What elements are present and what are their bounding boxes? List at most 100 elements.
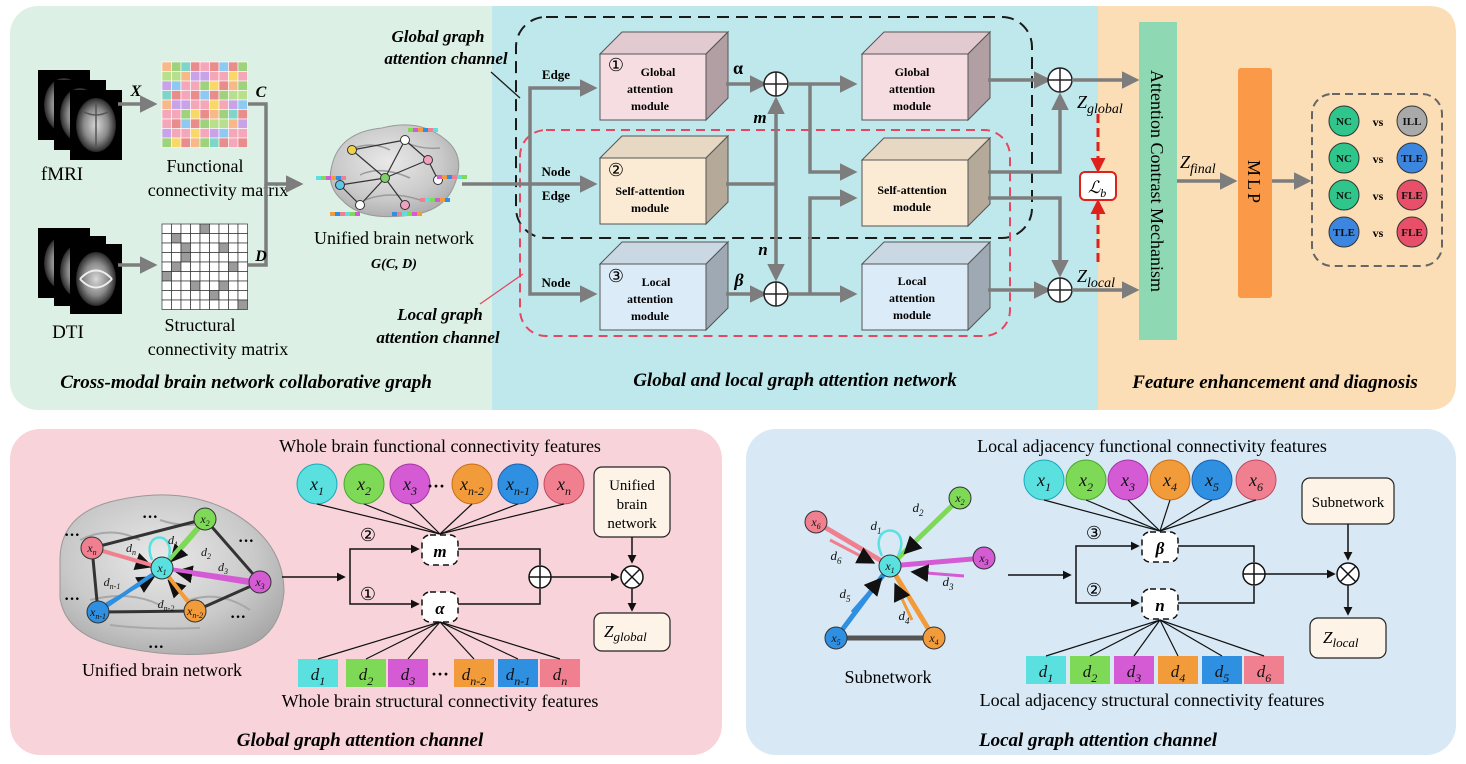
svg-text:···: ··· (148, 639, 164, 656)
brain-node (86, 600, 110, 624)
vs-label: vs (1373, 226, 1384, 240)
d-feature-box (346, 659, 386, 687)
subnetwork-edge-label: d1 (871, 518, 882, 536)
unified-brain-network-label: Unified brain network (314, 228, 474, 248)
attention-module-cubes (598, 30, 992, 332)
brain-edge-label: d3 (218, 560, 228, 576)
d-feature-label: d5 (1215, 662, 1230, 685)
d-feature-label: d3 (401, 665, 416, 688)
c-label: C (256, 84, 267, 101)
gate-alpha (421, 591, 459, 623)
brain-node (150, 556, 174, 580)
x-feature-label: xn-1 (505, 474, 530, 498)
class-badge (1328, 105, 1360, 137)
global-num2: ② (360, 525, 376, 545)
module2-number: ② (608, 160, 624, 180)
plus-node-bottom (763, 281, 789, 307)
d-feature-box (298, 659, 338, 687)
node-label-self: Node (542, 164, 571, 179)
subnetwork-node (804, 510, 828, 534)
local-plus-node (1242, 562, 1266, 586)
subnetwork-node (922, 626, 946, 650)
structural-matrix-title-1: Structural (165, 315, 236, 335)
vs-label: vs (1373, 115, 1384, 129)
subnetwork-node-label: x4 (928, 631, 938, 647)
class-badge (1396, 105, 1428, 137)
d-feature-box (1114, 656, 1154, 684)
x-feature-label: x2 (1078, 470, 1093, 494)
right-panel-title: Feature enhancement and diagnosis (1131, 372, 1418, 393)
module1-line2: attention (627, 82, 673, 96)
subnetwork-node-label: x6 (810, 515, 820, 531)
x-feature-label: x3 (1120, 470, 1135, 494)
plus-node-top (763, 71, 789, 97)
class-badge (1396, 216, 1428, 248)
d-feature-label: d3 (1127, 662, 1142, 685)
right-panel: Attention Contrast Mechanism Zfinal MLP … (1131, 22, 1443, 393)
unified-brain-network-illustration (316, 124, 467, 218)
local-z-out: Zlocal (1323, 628, 1359, 650)
beta-label: β (733, 270, 744, 290)
local-channel-dashed-outline (519, 129, 1011, 337)
local-channel-label-1: Local graph (396, 305, 482, 324)
n-label: n (758, 240, 767, 259)
attention-contrast-mechanism-label: Attention Contrast Mechanism (1147, 70, 1167, 292)
local-num3: ③ (1086, 523, 1102, 543)
svg-text:···: ··· (142, 509, 158, 526)
subnetwork-node (878, 554, 902, 578)
edge-arrow-to-global (528, 79, 598, 184)
subnetwork-edge-label: d2 (913, 500, 925, 518)
right-local-line2: attention (889, 291, 935, 305)
d-feature-box (454, 659, 494, 687)
x-feature-label: xn (556, 474, 571, 498)
x-feature-label: x3 (402, 474, 417, 498)
class-badge (1328, 216, 1360, 248)
top-section (10, 6, 1456, 410)
gate-m (421, 534, 459, 566)
global-z-out: Zglobal (604, 622, 647, 644)
d-feature-box (388, 659, 428, 687)
brain-node (183, 599, 207, 623)
brain-node-label: x3 (254, 575, 264, 591)
attention-contrast-mechanism-bar (1139, 22, 1177, 340)
class-label: ILL (1403, 116, 1422, 128)
mlp-bar (1238, 68, 1272, 298)
global-channel-label-2: attention channel (384, 49, 508, 68)
gate-m-label: m (433, 542, 446, 561)
subnetwork-node-label: x3 (978, 551, 988, 567)
module2-line2: module (631, 201, 670, 215)
middle-panel: Global graph attention channel Local gra… (376, 16, 1140, 391)
subnetwork-edge-label: d4 (899, 608, 911, 626)
gate-n (1141, 588, 1179, 620)
gate-n-label: n (1155, 596, 1164, 615)
right-local-line1: Local (898, 274, 927, 288)
cube-self-attention-right (860, 136, 992, 228)
contrastive-loss-box (1079, 171, 1117, 201)
brain-edge-label: dn-2 (158, 597, 175, 613)
class-badge (1396, 142, 1428, 174)
dti-scan-stack (38, 228, 122, 314)
right-global-line3: module (893, 99, 932, 113)
global-num1: ① (360, 584, 376, 604)
global-box-line1: Unified (609, 478, 655, 494)
global-channel-dashed-outline (515, 16, 1033, 239)
left-panel: fMRI DTI X Functional connectivity matri… (38, 61, 474, 393)
class-badge (1396, 179, 1428, 211)
d-feature-box (1244, 656, 1284, 684)
local-multiply-node (1336, 562, 1360, 586)
edge-label-self: Edge (542, 188, 570, 203)
diagnosis-dashed-box (1311, 93, 1443, 267)
d-feature-label: dn-1 (506, 665, 531, 688)
d-feature-box (1158, 656, 1198, 684)
right-global-line2: attention (889, 82, 935, 96)
global-channel-panel: Whole brain functional connectivity feat… (10, 429, 722, 755)
dti-label: DTI (52, 322, 84, 343)
global-channel-label-1: Global graph (391, 27, 484, 46)
z-global-label: Zglobal (1077, 92, 1123, 117)
right-self-line2: module (893, 200, 932, 214)
